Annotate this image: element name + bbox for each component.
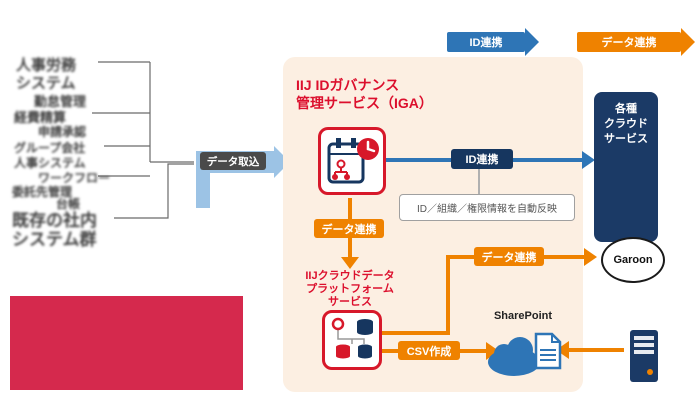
- server-to-sharepoint-line: [569, 348, 624, 352]
- data-import-badge: データ取込: [200, 152, 266, 170]
- data-link-garoon-arrowhead-icon: [584, 248, 597, 266]
- id-link-badge: ID連携: [451, 149, 513, 169]
- sharepoint-label: SharePoint: [493, 310, 553, 322]
- platform-label-line1: IIJクラウドデータ: [305, 270, 395, 282]
- data-link-garoon-line-1: [382, 331, 448, 335]
- data-link-arrowhead-icon: [341, 257, 359, 269]
- data-link-legend-arrowhead-icon: [681, 28, 695, 56]
- id-link-legend-arrowhead-icon: [525, 28, 539, 56]
- platform-service-label: IIJクラウドデータ プラットフォーム サービス: [280, 270, 420, 309]
- iga-panel-title: IIJ IDガバナンス 管理サービス（IGA）: [296, 76, 433, 112]
- platform-label-line3: サービス: [328, 296, 372, 308]
- id-link-legend-arrow: ID連携: [447, 32, 525, 52]
- data-link-badge-garoon: データ連携: [474, 247, 544, 266]
- redacted-panel: [10, 296, 243, 390]
- cloud-box-line3: サービス: [604, 133, 648, 145]
- id-link-arrowhead-icon: [582, 151, 595, 169]
- data-link-legend-arrow: データ連携: [577, 32, 681, 52]
- note-connector-line: [478, 162, 480, 194]
- data-link-garoon-line-2: [446, 255, 450, 335]
- cloud-box-line2: クラウド: [604, 118, 648, 130]
- iga-title-line2: 管理サービス（IGA）: [296, 95, 433, 111]
- garoon-logo: Garoon: [601, 237, 665, 283]
- iga-calendar-clock-icon: [318, 127, 386, 195]
- cloud-box-line1: 各種: [615, 103, 637, 115]
- iga-title-line1: IIJ IDガバナンス: [296, 77, 400, 93]
- database-workflow-icon: [322, 310, 382, 370]
- sharepoint-cloud-document-icon: [486, 326, 570, 383]
- platform-label-line2: プラットフォーム: [306, 283, 394, 295]
- csv-badge: CSV作成: [398, 341, 460, 360]
- data-link-badge-vertical: データ連携: [314, 219, 384, 238]
- cloud-services-box: 各種 クラウド サービス: [594, 92, 658, 242]
- server-icon: [624, 328, 664, 391]
- auto-reflect-note: ID／組織／権限情報を自動反映: [399, 194, 575, 221]
